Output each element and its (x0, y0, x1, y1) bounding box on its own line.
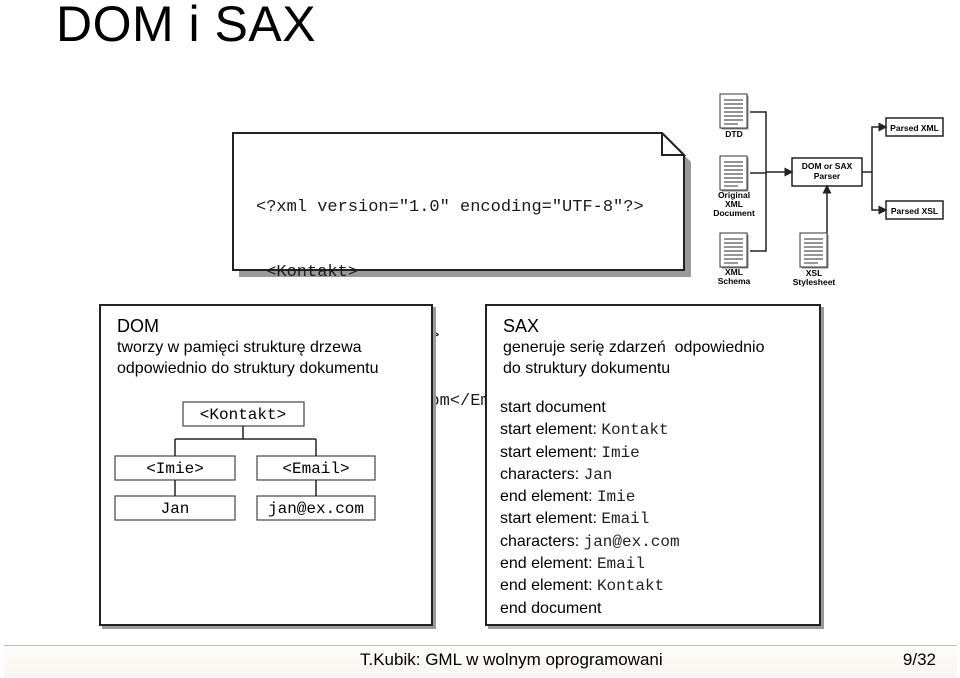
note-shape (232, 132, 691, 277)
tree-email-value-label: jan@ex.com (268, 500, 364, 518)
tree-email-label: <Email> (282, 460, 349, 478)
dom-heading: DOM (117, 316, 159, 336)
tree-node-jan (114, 495, 236, 521)
sax-description: generuje serię zdarzeń odpowiednio do st… (503, 337, 765, 379)
xml-schema-document-icon (719, 232, 750, 270)
parsed-xsl-label: Parsed XSL (891, 206, 938, 216)
sax-event-arg: Kontakt (601, 421, 669, 440)
sax-event: end element: Email (500, 553, 680, 575)
footer-bar (4, 645, 957, 677)
original-xml-document-icon (719, 155, 750, 193)
xsl-stylesheet-document-icon (799, 232, 830, 270)
xml-example-note: <?xml version="1.0" encoding="UTF-8"?> <… (232, 132, 691, 475)
parser-label-2: Parser (814, 171, 841, 181)
dom-tree: <Kontakt> <Imie> <Email> Jan jan@ex.com (114, 401, 376, 521)
sax-event-label: end element: (500, 555, 597, 573)
sax-event-label: start document (500, 399, 606, 416)
tree-jan-label: Jan (161, 500, 190, 518)
xml-schema-label-2: Schema (718, 276, 751, 286)
parser-label-1: DOM or SAX (802, 161, 853, 171)
tree-node-email (256, 455, 376, 481)
sax-panel: SAX generuje serię zdarzeń odpowiednio d… (485, 304, 821, 626)
xml-schema-label-1: XML (725, 267, 743, 277)
sax-event-arg: Imie (596, 488, 636, 507)
tree-root-label: <Kontakt> (200, 406, 286, 424)
sax-event-label: start element: (500, 510, 602, 528)
sax-event: start element: Email (500, 508, 680, 530)
dom-description: tworzy w pamięci strukturę drzewa odpowi… (117, 337, 379, 379)
parser-connectors (750, 111, 888, 252)
footer-text: T.Kubik: GML w wolnym oprogramowani (360, 650, 663, 669)
sax-event: end document (500, 598, 680, 620)
tree-node-root (182, 401, 305, 427)
sax-event-arg: Kontakt (596, 577, 665, 596)
xml-line: <Kontakt> (256, 262, 359, 282)
sax-event-arg: Imie (601, 443, 640, 462)
sax-description-line: generuje serię zdarzeń odpowiednio (503, 339, 765, 356)
sax-event-label: characters: (500, 465, 584, 483)
sax-event-label: end document (500, 599, 602, 617)
original-xml-label-2: XML (725, 199, 743, 209)
page-number: 9/32 (902, 650, 936, 669)
sax-event: start element: Kontakt (500, 419, 680, 441)
sax-description-line: do struktury dokumentu (503, 360, 671, 377)
sax-event-label: characters: (500, 532, 584, 550)
original-xml-label-3: Document (713, 208, 755, 218)
dom-description-line: tworzy w pamięci strukturę drzewa (117, 339, 362, 356)
sax-event-label: start element: (500, 443, 602, 461)
sax-event: characters: Jan (500, 464, 680, 486)
tree-connectors (174, 426, 317, 496)
sax-heading: SAX (503, 316, 540, 336)
parser-diagram: DTD Original XML Document XML Schema XSL… (713, 93, 944, 287)
sax-event: end element: Imie (500, 486, 680, 508)
dom-description-line: odpowiednio do struktury dokumentu (117, 360, 379, 377)
sax-event-arg: jan@ex.com (583, 532, 680, 551)
slide-title: DOM i SAX (56, 0, 317, 52)
dtd-document-icon (719, 93, 750, 131)
tree-imie-label: <Imie> (146, 460, 204, 478)
sax-event-label: start element: (500, 421, 602, 439)
original-xml-label-1: Original (718, 190, 750, 200)
sax-event-arg: Jan (583, 465, 613, 484)
sax-event: start document (500, 397, 680, 419)
sax-event-label: end element: (500, 577, 597, 595)
parsed-xml-label: Parsed XML (890, 123, 939, 133)
sax-event: characters: jan@ex.com (500, 531, 680, 553)
dtd-label: DTD (725, 129, 742, 139)
sax-event-arg: Email (596, 555, 645, 574)
sax-event: end element: Kontakt (500, 575, 680, 597)
sax-event-arg: Email (601, 510, 650, 529)
sax-event-label: end element: (500, 488, 597, 506)
xsl-label-1: XSL (806, 268, 823, 278)
sax-event: start element: Imie (500, 442, 680, 464)
dom-panel: DOM tworzy w pamięci strukturę drzewa od… (99, 304, 433, 626)
xsl-label-2: Stylesheet (793, 277, 836, 287)
xml-line: <?xml version="1.0" encoding="UTF-8"?> (256, 198, 644, 217)
sax-event-list: start document start element: Kontakt st… (500, 397, 680, 620)
